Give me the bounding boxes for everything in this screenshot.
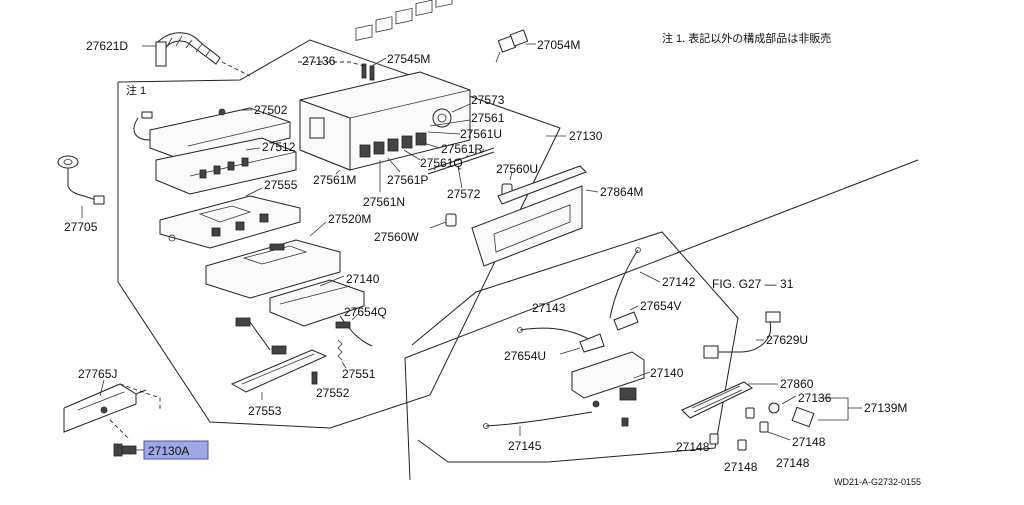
label-27139m: 27139M bbox=[864, 401, 907, 415]
fig-reference: FIG. G27 — 31 bbox=[712, 277, 794, 291]
screw-27552 bbox=[311, 371, 318, 385]
bracket-27502 bbox=[133, 107, 291, 163]
drawing-code: WD21-A-G2732-0155 bbox=[834, 477, 921, 487]
frame-27555 bbox=[159, 195, 301, 249]
label-27136-right: 27136 bbox=[798, 391, 832, 405]
separator-line-1 bbox=[404, 159, 919, 359]
slider-27553 bbox=[230, 349, 328, 393]
label-27654v: 27654V bbox=[640, 299, 681, 313]
label-27552: 27552 bbox=[316, 386, 350, 400]
label-27560w: 27560W bbox=[374, 230, 419, 244]
panel-27860 bbox=[681, 381, 753, 419]
cable-27145 bbox=[483, 411, 629, 429]
spring-27551 bbox=[337, 339, 343, 361]
label-27573: 27573 bbox=[471, 93, 505, 107]
levers bbox=[235, 317, 287, 355]
sub-assembly-outline bbox=[411, 231, 739, 463]
hose-27621d bbox=[155, 32, 221, 67]
clip-27654u bbox=[579, 333, 605, 353]
label-27143: 27143 bbox=[532, 301, 566, 315]
label-27864m: 27864M bbox=[600, 185, 643, 199]
label-27140-sub: 27140 bbox=[650, 366, 684, 380]
bracket-27765j bbox=[63, 383, 147, 433]
label-27502: 27502 bbox=[254, 103, 288, 117]
lever-plate-27140-main bbox=[269, 279, 365, 327]
lever-unit-27140-sub bbox=[571, 351, 645, 408]
label-27551: 27551 bbox=[342, 367, 376, 381]
note-1-label: 注 1 bbox=[126, 83, 146, 97]
label-27555: 27555 bbox=[264, 178, 298, 192]
label-27561u: 27561U bbox=[460, 127, 502, 141]
clip-27654v bbox=[613, 311, 639, 331]
label-27148-d: 27148 bbox=[776, 456, 810, 470]
label-27130: 27130 bbox=[569, 129, 603, 143]
label-27148-c: 27148 bbox=[724, 460, 758, 474]
harness-27629u bbox=[703, 311, 781, 359]
cable-27654q bbox=[335, 315, 373, 347]
label-27148-b: 27148 bbox=[792, 435, 826, 449]
separator-line-2 bbox=[404, 357, 411, 481]
label-27561r: 27561R bbox=[441, 142, 483, 156]
label-27561m: 27561M bbox=[313, 173, 356, 187]
board-27512 bbox=[155, 137, 297, 195]
plate-27520m bbox=[205, 239, 341, 299]
label-27553: 27553 bbox=[248, 404, 282, 418]
label-27560u: 27560U bbox=[496, 162, 538, 176]
label-27140-main: 27140 bbox=[346, 272, 380, 286]
label-27705: 27705 bbox=[64, 220, 98, 234]
bulb-socket-27139m bbox=[768, 402, 815, 428]
label-27654u: 27654U bbox=[504, 349, 546, 363]
label-27054m: 27054M bbox=[537, 38, 580, 52]
label-27142: 27142 bbox=[662, 275, 696, 289]
light-strip-27572 bbox=[427, 147, 495, 175]
label-27148-a: 27148 bbox=[676, 440, 710, 454]
label-27561p: 27561P bbox=[387, 173, 428, 187]
label-27860: 27860 bbox=[780, 377, 814, 391]
knob-27560w bbox=[445, 213, 457, 227]
control-head-unit bbox=[299, 0, 471, 171]
label-27545m: 27545M bbox=[387, 52, 430, 66]
cable-27142 bbox=[609, 247, 641, 319]
label-27130a: 27130A bbox=[148, 444, 189, 458]
label-27654q: 27654Q bbox=[344, 305, 387, 319]
label-27512: 27512 bbox=[262, 140, 296, 154]
top-note: 注 1. 表記以外の構成部品は非販売 bbox=[662, 31, 831, 45]
cable-27143 bbox=[517, 327, 591, 341]
label-27136-top: 27136 bbox=[302, 54, 336, 68]
grommet-27705 bbox=[57, 155, 105, 205]
label-27561q: 27561Q bbox=[420, 156, 463, 170]
label-27629u: 27629U bbox=[766, 333, 808, 347]
knobs-27148 bbox=[709, 407, 769, 451]
label-27561n: 27561N bbox=[363, 195, 405, 209]
bezel-27864m bbox=[471, 165, 587, 267]
label-27145: 27145 bbox=[508, 439, 542, 453]
label-27765j: 27765J bbox=[78, 367, 117, 381]
main-assembly-outline bbox=[117, 39, 561, 429]
bolt-27130a bbox=[113, 443, 137, 457]
label-27621d: 27621D bbox=[86, 39, 128, 53]
label-27572: 27572 bbox=[447, 187, 481, 201]
label-27561: 27561 bbox=[471, 111, 505, 125]
connector-27054m bbox=[495, 29, 529, 63]
label-27520m: 27520M bbox=[328, 212, 371, 226]
